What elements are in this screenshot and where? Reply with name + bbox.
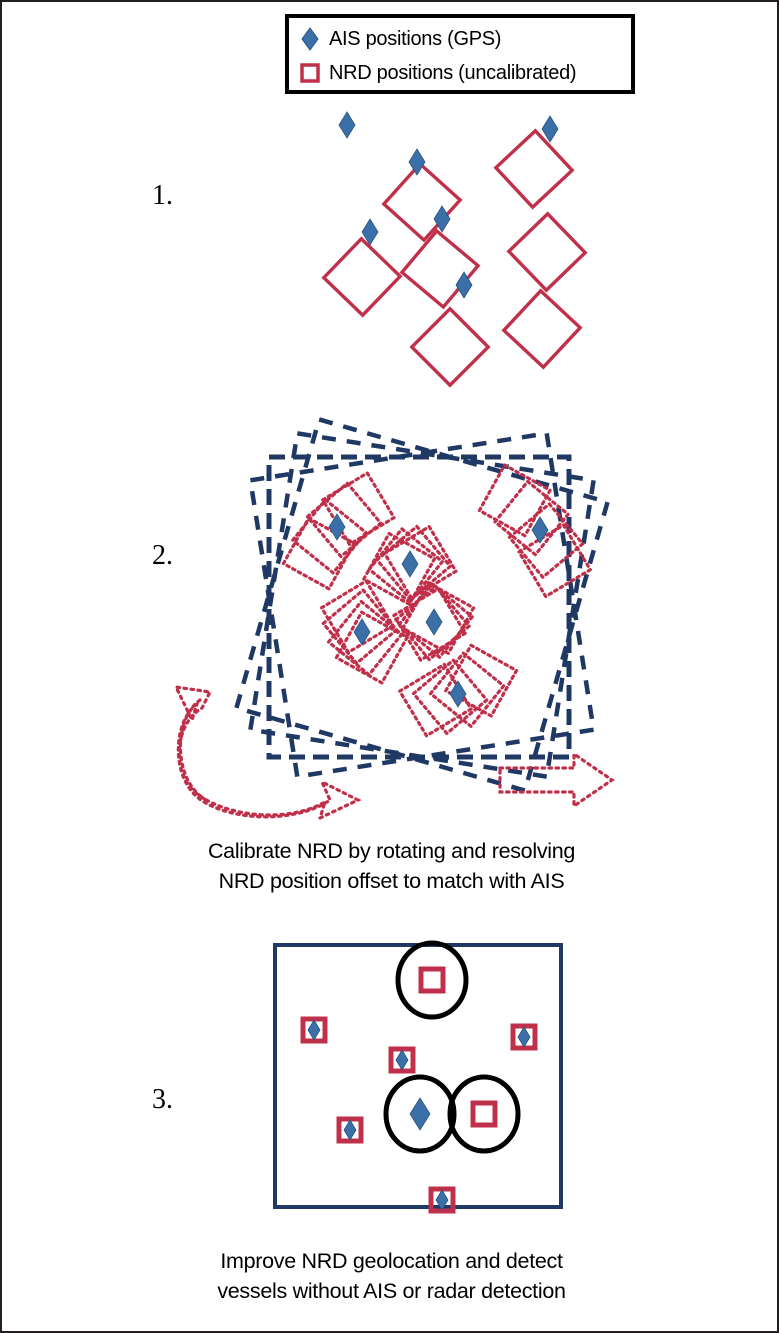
step-number-3: 3.: [152, 1084, 173, 1115]
caption-step-3: Improve NRD geolocation and detect vesse…: [2, 1246, 777, 1306]
ais-diamond: [449, 680, 467, 708]
ais-only-detection: [409, 1097, 431, 1131]
nrd-only-detection: [473, 1103, 495, 1125]
caption-step-2-line-2: NRD position offset to match with AIS: [218, 869, 565, 893]
nrd-square: [502, 289, 582, 369]
panel-2-rotation-search: [173, 416, 615, 822]
step-number-2: 2.: [152, 540, 173, 571]
legend-label-nrd: NRD positions (uncalibrated): [329, 61, 577, 84]
nrd-square: [400, 229, 480, 309]
nrd-square-group: [322, 129, 587, 387]
square-marker-icon: [297, 60, 323, 86]
rotation-frame-group: [233, 416, 611, 794]
matched-detection: [513, 1026, 535, 1048]
rotation-frame-aligned: [266, 454, 572, 760]
matched-detection: [391, 1049, 413, 1071]
legend: AIS positions (GPS) NRD positions (uncal…: [285, 14, 635, 94]
nrd-only-group: [395, 940, 521, 1154]
ais-only-group: [383, 1074, 457, 1154]
ais-diamond: [338, 111, 356, 139]
caption-step-2: Calibrate NRD by rotating and resolving …: [2, 836, 777, 896]
nrd-square: [410, 307, 490, 387]
matched-detection: [339, 1119, 361, 1141]
ais-diamond: [425, 608, 443, 636]
nrd-square: [382, 162, 462, 242]
highlight-circle: [447, 1074, 521, 1154]
diamond-marker-icon: [297, 26, 323, 52]
caption-step-3-line-1: Improve NRD geolocation and detect: [220, 1249, 563, 1273]
ais-diamond: [401, 550, 419, 578]
panel-3-calibrated: [273, 940, 563, 1222]
nrd-rotation-pass: [291, 479, 570, 728]
highlight-circle: [395, 940, 469, 1020]
nrd-only-detection: [421, 969, 443, 991]
nrd-rotating-group: [281, 463, 592, 738]
highlight-circle: [383, 1074, 457, 1154]
matched-detection: [303, 1019, 325, 1041]
legend-item-ais: AIS positions (GPS): [297, 22, 623, 56]
caption-step-2-line-1: Calibrate NRD by rotating and resolving: [207, 839, 576, 863]
caption-step-3-line-2: vessels without AIS or radar detection: [217, 1279, 566, 1303]
nrd-square-dotted: [305, 481, 383, 559]
legend-label-ais: AIS positions (GPS): [329, 27, 502, 50]
rotate-arrow-icon: [173, 684, 362, 822]
nrd-square: [494, 129, 574, 209]
panel-1-uncalibrated: [322, 111, 587, 387]
nrd-square: [507, 212, 587, 292]
nrd-square: [322, 237, 402, 317]
legend-item-nrd: NRD positions (uncalibrated): [297, 56, 623, 90]
translate-arrow-icon: [498, 750, 615, 810]
step-number-1: 1.: [152, 180, 173, 211]
